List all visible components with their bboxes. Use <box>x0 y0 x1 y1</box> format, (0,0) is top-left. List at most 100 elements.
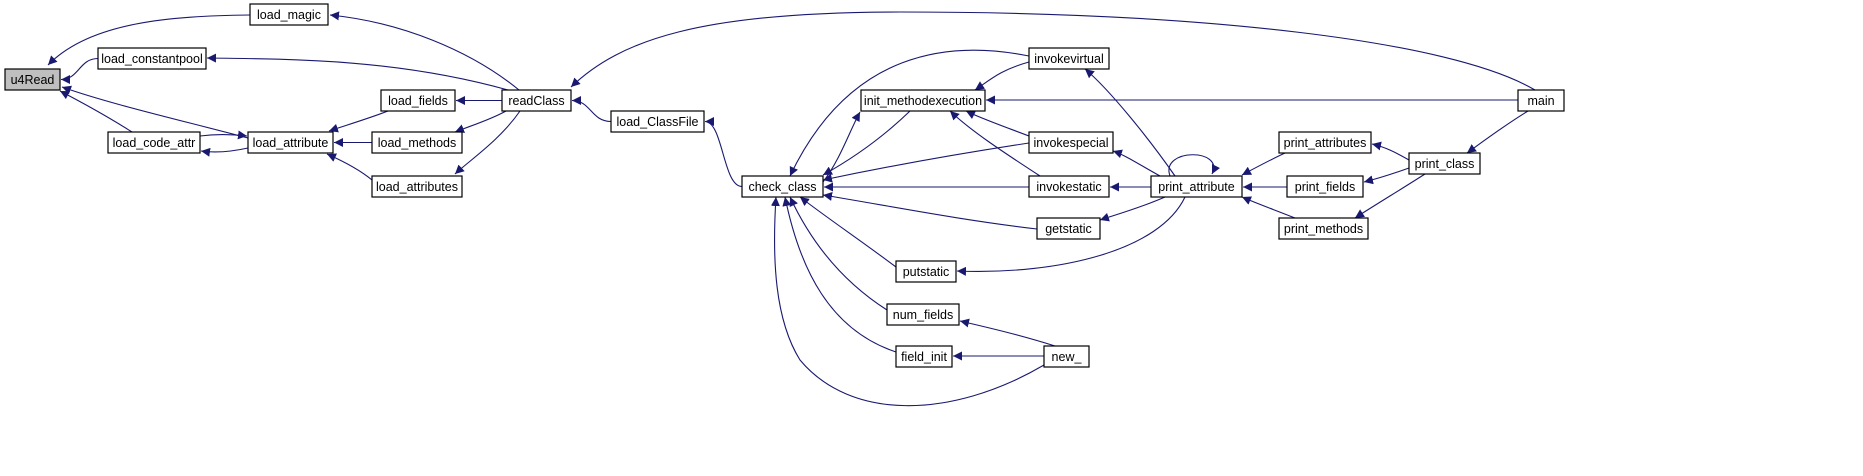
edge-load-fields-to-load-attribute <box>328 110 389 133</box>
node-box <box>1028 131 1114 154</box>
edge-readClass-to-load-magic <box>329 11 520 91</box>
node-print-attributes[interactable]: print_attributes <box>1278 131 1372 154</box>
node-box <box>895 260 957 283</box>
node-box <box>741 175 824 198</box>
edge-layer <box>47 11 1536 407</box>
edge-invokevirtual-to-check-class <box>789 49 1030 177</box>
edge-print-attribute-to-invokevirtual <box>1084 68 1176 177</box>
node-load-classfile[interactable]: load_ClassFile <box>610 110 705 133</box>
node-label: print_attributes <box>1284 136 1367 150</box>
edge-invokevirtual-to-init-methodexecution <box>974 61 1030 91</box>
edge-getstatic-to-check-class <box>822 192 1038 230</box>
node-box <box>1028 47 1110 70</box>
node-box <box>371 175 463 198</box>
node-invokestatic[interactable]: invokestatic <box>1028 175 1110 198</box>
node-box <box>107 131 201 154</box>
node-load-methods[interactable]: load_methods <box>371 131 463 154</box>
edge-print-attribute-to-invokespecial <box>1112 149 1161 177</box>
node-label: putstatic <box>903 265 950 279</box>
node-print-methods[interactable]: print_methods <box>1278 217 1369 240</box>
node-label: invokevirtual <box>1034 52 1103 66</box>
node-print-attribute[interactable]: print_attribute <box>1150 175 1243 198</box>
node-box <box>895 345 953 368</box>
edge-print-attributes-to-print-attribute <box>1241 152 1286 176</box>
node-load-magic[interactable]: load_magic <box>249 3 329 26</box>
node-label: print_attribute <box>1158 180 1234 194</box>
node-box <box>1408 152 1481 175</box>
node-putstatic[interactable]: putstatic <box>895 260 957 283</box>
node-load-code-attr[interactable]: load_code_attr <box>107 131 201 154</box>
node-label: load_magic <box>257 8 321 22</box>
node-getstatic[interactable]: getstatic <box>1036 217 1101 240</box>
node-label: main <box>1527 94 1554 108</box>
edge-readClass-to-load-constantpool <box>206 53 509 91</box>
node-box <box>1028 175 1110 198</box>
node-load-constantpool[interactable]: load_constantpool <box>97 47 207 70</box>
node-box <box>1043 345 1090 368</box>
node-box <box>247 131 334 154</box>
edge-load-attribute-to-u4Read <box>61 85 249 139</box>
edge-print-class-to-print-fields <box>1363 167 1410 185</box>
edge-load-ClassFile-to-readClass <box>571 96 612 123</box>
edge-load-attributes-to-load-attribute <box>326 153 373 181</box>
node-label: load_code_attr <box>113 136 196 150</box>
node-label: invokespecial <box>1033 136 1108 150</box>
node-label: num_fields <box>893 308 953 322</box>
node-label: load_attribute <box>253 136 329 150</box>
node-label: print_class <box>1415 157 1475 171</box>
node-box <box>860 89 986 112</box>
node-label: load_methods <box>378 136 457 150</box>
edge-load-attribute-to-load-code-attr <box>200 147 249 157</box>
edge-print-class-to-print-attributes <box>1371 141 1410 161</box>
node-box <box>371 131 463 154</box>
node-print-class[interactable]: print_class <box>1408 152 1481 175</box>
node-box <box>1036 217 1101 240</box>
edge-invokestatic-to-init-methodexecution <box>949 110 1041 177</box>
node-init-methodexecution[interactable]: init_methodexecution <box>860 89 986 112</box>
node-box <box>97 47 207 70</box>
node-invokevirtual[interactable]: invokevirtual <box>1028 47 1110 70</box>
node-box <box>380 89 456 112</box>
node-label: check_class <box>748 180 816 194</box>
node-box <box>249 3 329 26</box>
edge-invokespecial-to-check-class <box>822 142 1030 183</box>
node-box <box>501 89 572 112</box>
node-label: load_constantpool <box>101 52 202 66</box>
node-label: field_init <box>901 350 947 364</box>
node-load-fields[interactable]: load_fields <box>380 89 456 112</box>
node-readclass[interactable]: readClass <box>501 89 572 112</box>
node-print-fields[interactable]: print_fields <box>1286 175 1364 198</box>
node-box <box>1517 89 1565 112</box>
node-label: getstatic <box>1045 222 1092 236</box>
node-load-attributes[interactable]: load_attributes <box>371 175 463 198</box>
node-box <box>886 303 960 326</box>
node-label: readClass <box>508 94 564 108</box>
edge-invokespecial-to-init-methodexecution <box>965 110 1030 137</box>
node-box <box>1278 217 1369 240</box>
node-invokespecial[interactable]: invokespecial <box>1028 131 1114 154</box>
edge-main-to-readClass <box>570 11 1536 91</box>
edge-readClass-to-load-methods <box>454 110 507 133</box>
node-load-attribute[interactable]: load_attribute <box>247 131 334 154</box>
edge-putstatic-to-check-class <box>799 196 897 268</box>
node-label: load_fields <box>388 94 448 108</box>
edge-new--to-num-fields <box>959 318 1056 347</box>
node-box <box>1150 175 1243 198</box>
edge-main-to-print-class <box>1466 110 1529 154</box>
edge-load-magic-to-u4Read <box>47 14 251 66</box>
node-label: print_methods <box>1284 222 1363 236</box>
node-new[interactable]: new_ <box>1043 345 1090 368</box>
edge-print-class-to-print-methods <box>1354 173 1426 219</box>
node-check-class[interactable]: check_class <box>741 175 824 198</box>
node-field-init[interactable]: field_init <box>895 345 953 368</box>
node-box <box>4 68 61 91</box>
node-num-fields[interactable]: num_fields <box>886 303 960 326</box>
node-main[interactable]: main <box>1517 89 1565 112</box>
edge-print-attribute-to-getstatic <box>1099 196 1166 222</box>
edge-check-class-to-load-ClassFile <box>704 117 743 188</box>
node-u4read[interactable]: u4Read <box>4 68 61 91</box>
edge-init-methodexecution-to-check-class <box>822 110 911 176</box>
edge-readClass-to-load-attributes <box>454 110 521 175</box>
node-label: print_fields <box>1295 180 1355 194</box>
